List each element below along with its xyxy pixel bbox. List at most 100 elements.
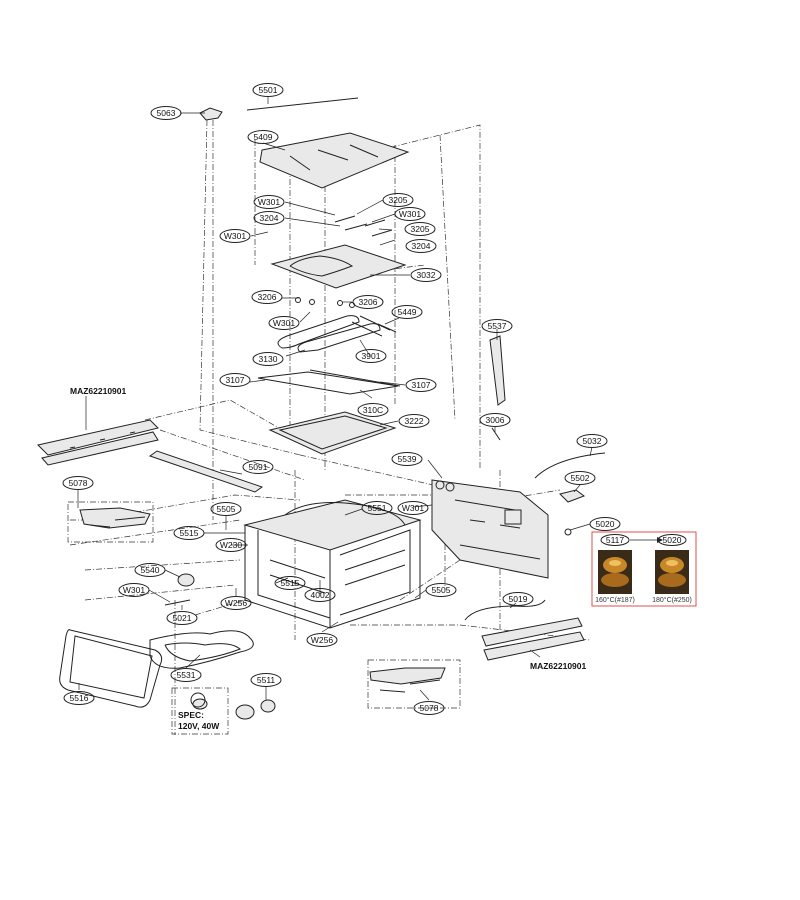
callout-W256: W256 [220,596,252,610]
callout-5505: 5505 [425,583,457,597]
callout-label: W301 [258,197,280,207]
callout-5449: 5449 [391,305,423,319]
callout-label: 3206 [258,292,277,302]
callout-3205: 3205 [382,193,414,207]
callout-label: 3205 [389,195,408,205]
callout-5516: 5516 [63,691,95,705]
callout-label: 3130 [259,354,278,364]
callout-label: W301 [273,318,295,328]
callout-label: 5063 [157,108,176,118]
callout-label: 5515 [180,528,199,538]
callout-5078: 5078 [413,701,445,715]
leader-lines [77,97,593,701]
callout-W301: W301 [253,195,285,209]
maz-label-left: MAZ62210901 [70,386,127,396]
callout-5078: 5078 [62,476,94,490]
bulb-icon [190,692,206,708]
callout-label: 3205 [411,224,430,234]
maz-label-right: MAZ62210901 [530,661,587,671]
callout-4002: 4002 [304,588,336,602]
callout-5551: 5551 [361,501,393,515]
callout-label: 5505 [432,585,451,595]
callout-label: 5078 [69,478,88,488]
callout-label: 3006 [486,415,505,425]
callout-5515: 5515 [173,526,205,540]
callout-label: 5449 [398,307,417,317]
callout-3901: 3901 [355,349,387,363]
callout-label: 5091 [249,462,268,472]
callout-label: 5032 [583,436,602,446]
callout-label: 5020 [596,519,615,529]
callout-label: 5537 [488,321,507,331]
callout-label: 3222 [405,416,424,426]
callout-label: 3204 [412,241,431,251]
callout-label: 5516 [70,693,89,703]
callout-5531: 5531 [170,668,202,682]
callout-label: 5501 [259,85,278,95]
callout-label: 5515 [281,578,300,588]
callout-label: W301 [123,585,145,595]
callout-label: 3107 [226,375,245,385]
callout-label: 5531 [177,670,196,680]
callout-group: 5501 5063 5409 W301 3205 3204 W301 W301 … [62,83,621,715]
spec-title: SPEC: [178,710,204,720]
callout-label: 5505 [217,504,236,514]
inset-to-label: 5020 [663,535,682,545]
callout-5019: 5019 [502,592,534,606]
callout-3107: 3107 [405,378,437,392]
callout-5063: 5063 [150,106,182,120]
callout-5511: 5511 [250,673,282,687]
callout-W301: W301 [118,583,150,597]
inset-right-caption: 180°C(#250) [652,596,692,604]
callout-label: 5539 [398,454,417,464]
callout-label: 310C [363,405,383,415]
callout-label: 5078 [420,703,439,713]
callout-5021: 5021 [166,611,198,625]
callout-5515: 5515 [274,576,306,590]
callout-5091: 5091 [242,460,274,474]
callout-3107: 3107 [219,373,251,387]
callout-3130: 3130 [252,352,284,366]
callout-label: W256 [311,635,333,645]
callout-3206: 3206 [251,290,283,304]
callout-label: 3032 [417,270,436,280]
callout-W301: W301 [268,316,300,330]
callout-label: 5540 [141,565,160,575]
callout-label: 5551 [368,503,387,513]
callout-W301: W301 [394,207,426,221]
callout-3206: 3206 [352,295,384,309]
callout-5020: 5020 [589,517,621,531]
callout-5505: 5505 [210,502,242,516]
callout-5537: 5537 [481,319,513,333]
callout-5539: 5539 [391,452,423,466]
spec-value: 120V, 40W [178,721,220,731]
inset-from-label: 5117 [606,535,625,545]
callout-3204: 3204 [253,211,285,225]
callout-3006: 3006 [479,413,511,427]
callout-label: 3901 [362,351,381,361]
callout-label: W301 [224,231,246,241]
parts-drawing [37,97,606,735]
callout-5502: 5502 [564,471,596,485]
callout-label: W230 [220,540,242,550]
callout-3204: 3204 [405,239,437,253]
callout-label: W256 [225,598,247,608]
callout-label: 5502 [571,473,590,483]
callout-label: W301 [402,503,424,513]
callout-label: 4002 [311,590,330,600]
callout-label: 5019 [509,594,528,604]
sensor-inset: 5117 5020 160°C(#187) 180°C(#250) [591,531,697,607]
callout-5501: 5501 [252,83,284,97]
thermostat-photo-right [655,550,689,594]
callout-5409: 5409 [247,130,279,144]
callout-5032: 5032 [576,434,608,448]
callout-label: W301 [399,209,421,219]
callout-W230: W230 [215,538,247,552]
callout-310C: 310C [357,403,389,417]
callout-W301: W301 [219,229,251,243]
callout-3205: 3205 [404,222,436,236]
callout-3222: 3222 [398,414,430,428]
inset-left-caption: 160°C(#187) [595,596,635,604]
callout-W301: W301 [397,501,429,515]
